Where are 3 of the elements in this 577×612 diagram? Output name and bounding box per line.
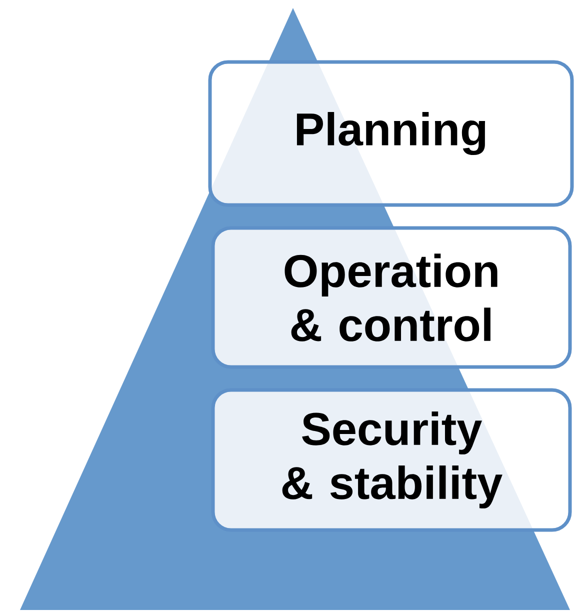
text-box: Operation & control [211, 226, 572, 369]
text-box: Planning [208, 60, 574, 207]
text-box: Security & stability [211, 388, 572, 532]
